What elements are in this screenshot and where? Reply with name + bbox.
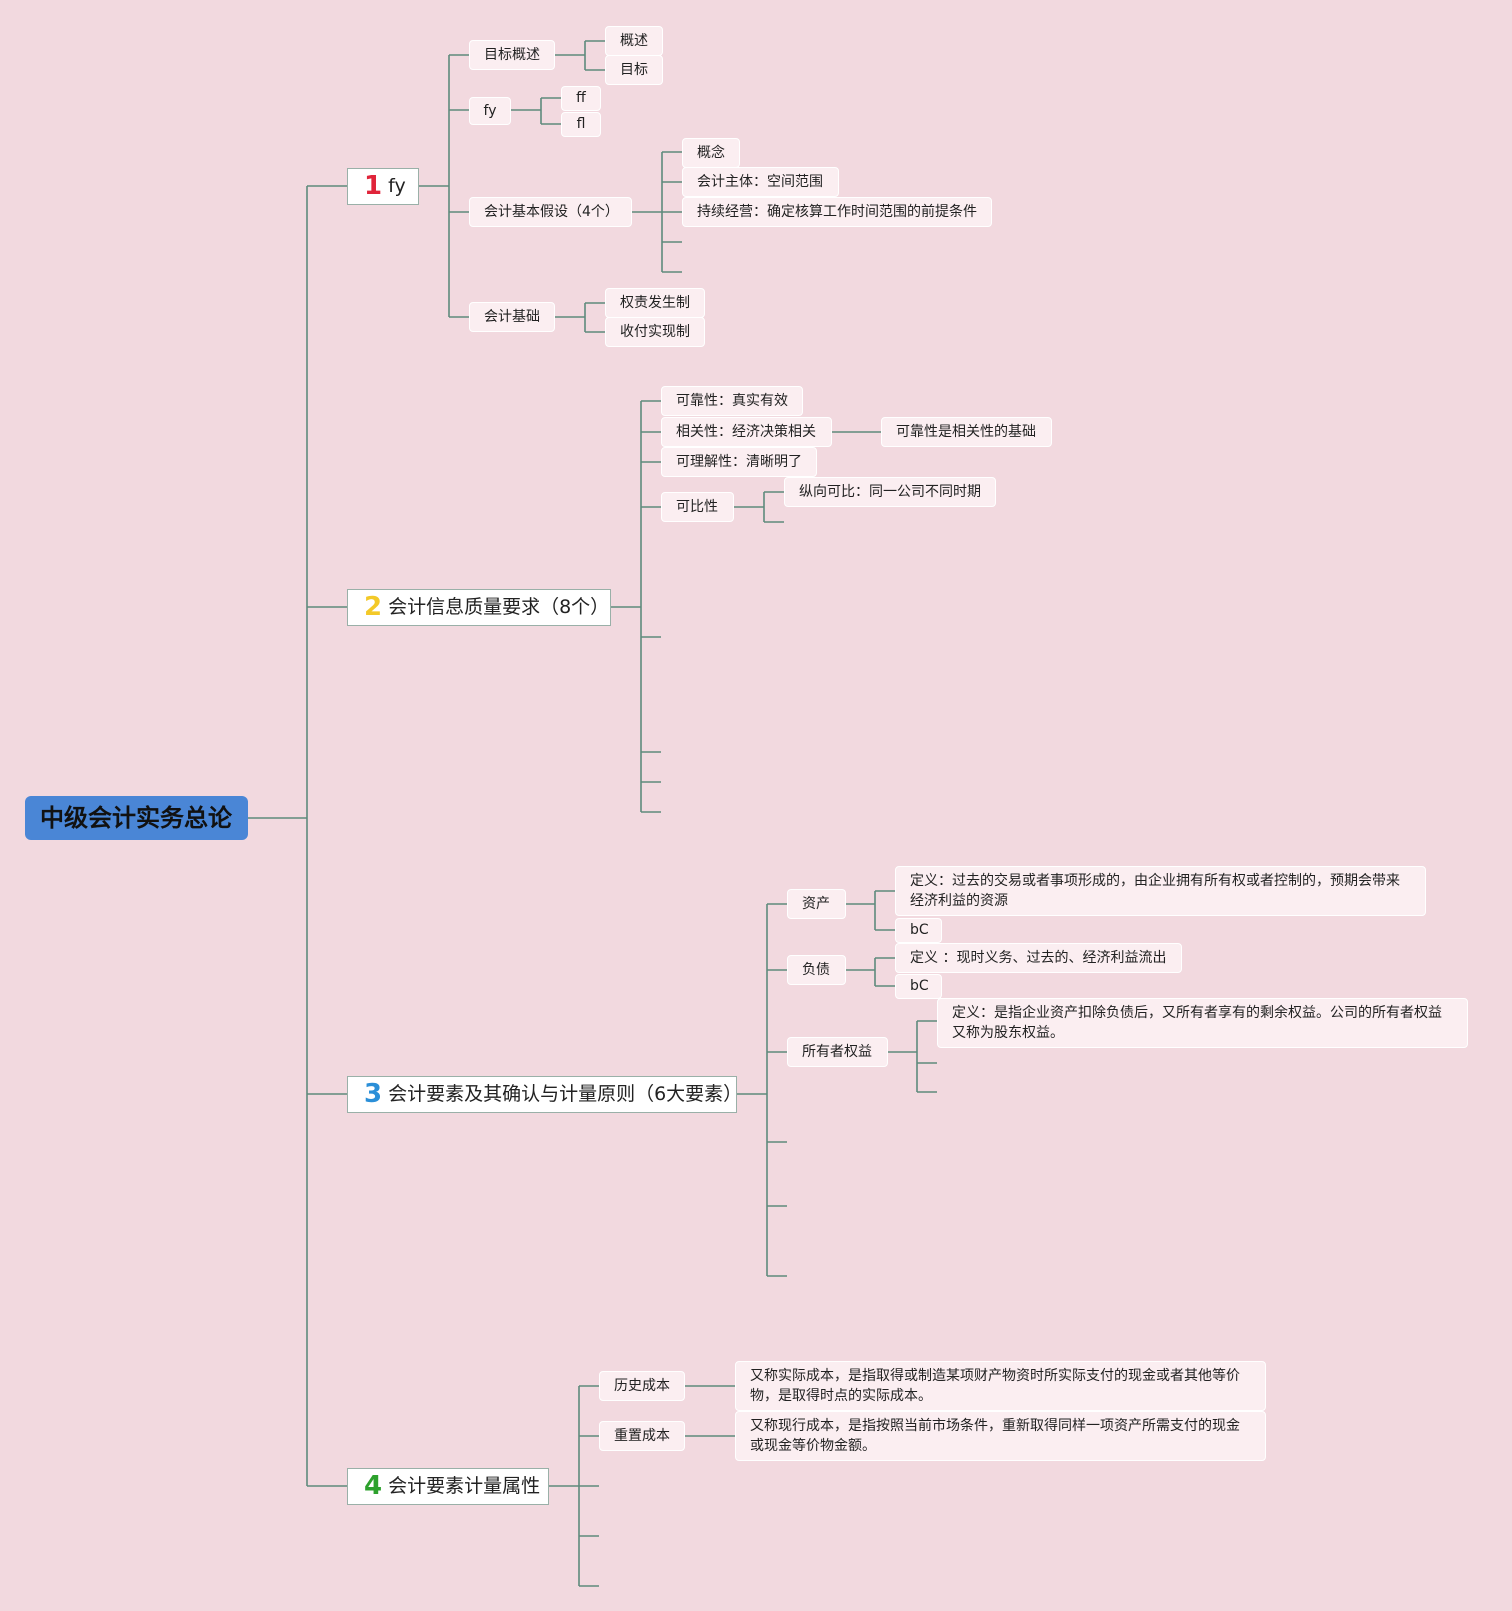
topic-owners-equity[interactable]: 所有者权益	[787, 1037, 888, 1067]
topic-fl[interactable]: fl	[561, 112, 601, 137]
topic-historical-cost[interactable]: 历史成本	[599, 1371, 685, 1401]
topic-accrual-basis[interactable]: 权责发生制	[605, 288, 705, 318]
topic-relevance[interactable]: 相关性：经济决策相关	[661, 417, 832, 447]
topic-understandability[interactable]: 可理解性：清晰明了	[661, 447, 817, 477]
branch-1-label: fy	[388, 175, 406, 197]
topic-replacement-cost-definition[interactable]: 又称现行成本，是指按照当前市场条件，重新取得同样一项资产所需支付的现金或现金等价…	[735, 1411, 1266, 1461]
topic-cash-basis[interactable]: 收付实现制	[605, 317, 705, 347]
topic-assets[interactable]: 资产	[787, 889, 846, 919]
number-2-icon: 2	[364, 592, 383, 622]
topic-ff[interactable]: ff	[561, 86, 601, 111]
root-topic[interactable]: 中级会计实务总论	[25, 796, 248, 840]
topic-fy[interactable]: fy	[469, 97, 511, 125]
number-1-icon: 1	[364, 171, 383, 201]
topic-asset-bc[interactable]: bC	[895, 918, 942, 943]
topic-liability-definition[interactable]: 定义 ：现时义务、过去的、经济利益流出	[895, 943, 1182, 973]
topic-concept[interactable]: 概念	[682, 138, 740, 168]
topic-reliability[interactable]: 可靠性：真实有效	[661, 386, 803, 416]
number-4-icon: 4	[364, 1471, 383, 1501]
topic-comparability[interactable]: 可比性	[661, 492, 734, 522]
branch-4-label: 会计要素计量属性	[388, 1475, 541, 1497]
topic-basic-assumptions[interactable]: 会计基本假设（4个）	[469, 197, 632, 227]
topic-reliability-basis[interactable]: 可靠性是相关性的基础	[881, 417, 1052, 447]
topic-goal[interactable]: 目标	[605, 55, 663, 85]
topic-equity-definition[interactable]: 定义：是指企业资产扣除负债后，又所有者享有的剩余权益。公司的所有者权益又称为股东…	[937, 998, 1468, 1048]
topic-accounting-entity[interactable]: 会计主体：空间范围	[682, 167, 839, 197]
topic-replacement-cost[interactable]: 重置成本	[599, 1421, 685, 1451]
topic-liabilities[interactable]: 负债	[787, 955, 846, 985]
number-3-icon: 3	[364, 1079, 383, 1109]
topic-liability-bc[interactable]: bC	[895, 974, 942, 999]
topic-vertical-comparability[interactable]: 纵向可比：同一公司不同时期	[784, 477, 996, 507]
branch-2-label: 会计信息质量要求（8个）	[388, 596, 610, 618]
topic-accounting-basis[interactable]: 会计基础	[469, 302, 555, 332]
topic-overview[interactable]: 概述	[605, 26, 663, 56]
topic-asset-definition[interactable]: 定义：过去的交易或者事项形成的，由企业拥有所有权或者控制的，预期会带来经济利益的…	[895, 866, 1426, 916]
topic-going-concern[interactable]: 持续经营：确定核算工作时间范围的前提条件	[682, 197, 992, 227]
topic-goal-overview[interactable]: 目标概述	[469, 40, 555, 70]
branch-3-label: 会计要素及其确认与计量原则（6大要素）	[388, 1083, 743, 1105]
topic-historical-cost-definition[interactable]: 又称实际成本，是指取得或制造某项财产物资时所实际支付的现金或者其他等价物，是取得…	[735, 1361, 1266, 1411]
